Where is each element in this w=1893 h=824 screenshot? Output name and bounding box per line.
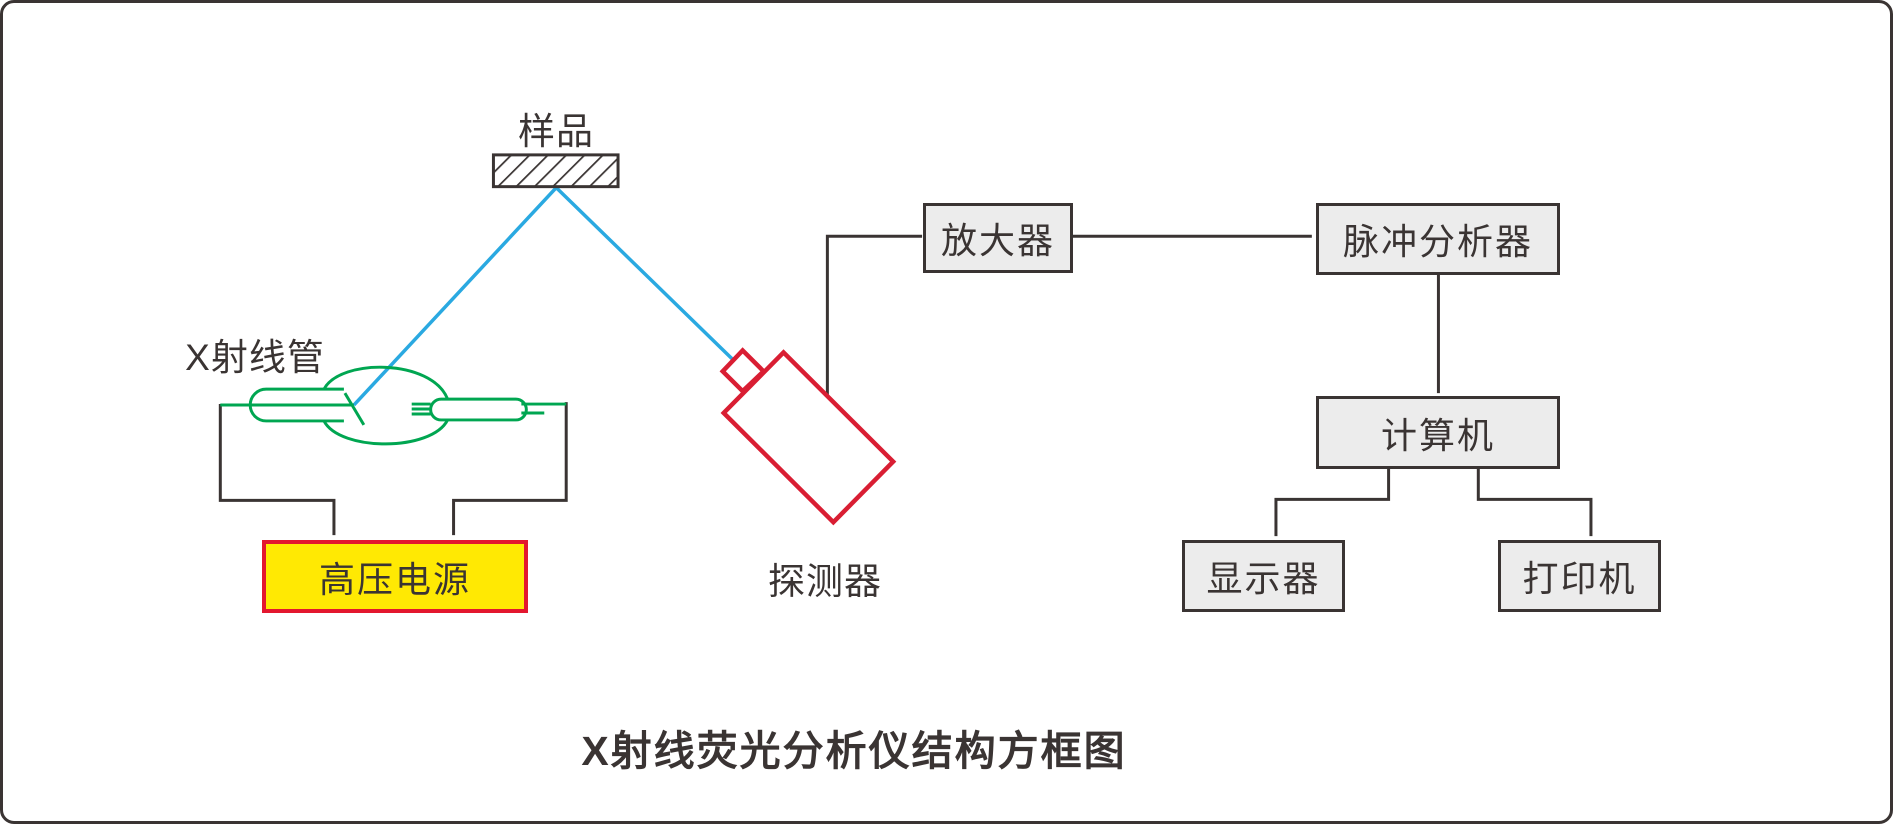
pulse-analyzer-box: 脉冲分析器 — [1316, 203, 1560, 275]
printer-box: 打印机 — [1498, 540, 1661, 612]
tube-anode-target — [343, 392, 366, 426]
diagram-title: X射线荧光分析仪结构方框图 — [581, 728, 1127, 774]
xray-tube-drawing — [220, 365, 567, 446]
tube-filament — [411, 402, 431, 416]
computer-label: 计算机 — [1380, 414, 1495, 456]
display-box: 显示器 — [1182, 540, 1345, 612]
tube-bulb-top — [322, 365, 449, 400]
xray-tube-label: X射线管 — [185, 337, 325, 378]
tube-anode-lead — [521, 402, 567, 415]
power-wire-right — [452, 402, 568, 536]
power-supply-box: 高压电源 — [262, 540, 528, 613]
amplifier-label: 放大器 — [940, 220, 1055, 261]
display-label: 显示器 — [1206, 558, 1321, 599]
tube-bulb-bottom — [322, 419, 449, 446]
detector-drawing — [719, 347, 897, 526]
detector-window — [719, 347, 767, 395]
computer-to-display-wire — [1274, 465, 1391, 537]
computer-to-printer-wire — [1476, 465, 1593, 537]
printer-label: 打印机 — [1522, 558, 1637, 599]
sample-label: 样品 — [518, 111, 594, 152]
power-supply-label: 高压电源 — [318, 558, 471, 600]
tube-right-arm — [429, 397, 528, 422]
detector-label: 探测器 — [768, 561, 882, 602]
sample-block — [491, 153, 620, 189]
pulse-analyzer-label: 脉冲分析器 — [1342, 221, 1533, 262]
detector-to-amplifier-wire — [825, 234, 923, 397]
amplifier-box: 放大器 — [923, 203, 1073, 273]
diagram-line-art — [218, 153, 1593, 537]
computer-box: 计算机 — [1316, 396, 1560, 469]
power-wire-left — [218, 404, 336, 536]
